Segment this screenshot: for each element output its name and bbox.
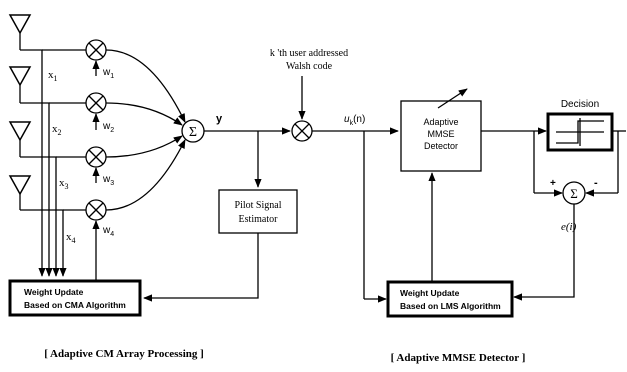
array-summer: Σ <box>181 119 205 143</box>
error-to-lms-line <box>513 204 575 301</box>
decision-block <box>546 112 614 152</box>
caption-left: [ Adaptive CM Array Processing ] <box>44 348 204 360</box>
mmse-detector-line1: Adaptive <box>423 117 458 127</box>
antenna-2-icon <box>8 66 32 103</box>
error-summer: Σ <box>562 181 586 205</box>
signal-label-x1: x1 <box>48 69 58 83</box>
multiplier-1 <box>85 39 107 61</box>
plus-sign: + <box>550 178 556 189</box>
despreading-multiplier <box>291 120 313 142</box>
error-signal-label: e(i) <box>561 221 577 233</box>
weight-label-w2: w2 <box>102 121 114 134</box>
mmse-detector-line2: MMSE <box>428 129 455 139</box>
minus-sign: - <box>594 177 598 189</box>
summer-symbol: Σ <box>189 125 197 140</box>
adaptation-arrow <box>437 88 468 109</box>
pilot-to-cma-line <box>143 233 259 302</box>
antenna-feed-lines <box>20 49 67 277</box>
adaptive-mmse-detector-block: Adaptive MMSE Detector <box>400 100 482 172</box>
array-output-label: y <box>216 113 223 125</box>
multiplier-to-summer-lines <box>105 49 186 211</box>
cma-update-line1: Weight Update <box>24 287 84 297</box>
lms-update-line1: Weight Update <box>400 288 460 298</box>
cma-update-line2: Based on CMA Algorithm <box>24 300 126 310</box>
antenna-1-icon <box>8 14 32 50</box>
walsh-code-label-line2: Walsh code <box>286 61 333 72</box>
caption-right: [ Adaptive MMSE Detector ] <box>391 352 526 364</box>
antenna-4-icon <box>8 175 32 210</box>
antenna-to-multiplier-lines <box>42 49 86 211</box>
pilot-estimator-line2: Estimator <box>239 214 279 225</box>
weight-label-w3: w3 <box>102 174 114 187</box>
pilot-signal-estimator-block: Pilot Signal Estimator <box>218 189 298 234</box>
multiplier-2 <box>85 92 107 114</box>
multiplier-3 <box>85 146 107 168</box>
weight-label-w4: w4 <box>102 225 114 238</box>
lms-update-line2: Based on LMS Algorithm <box>400 301 501 311</box>
pilot-estimator-line1: Pilot Signal <box>235 200 282 211</box>
signal-label-x4: x4 <box>66 231 76 245</box>
antenna-3-icon <box>8 121 32 157</box>
mmse-detector-line3: Detector <box>424 141 458 151</box>
decision-label: Decision <box>561 99 599 110</box>
lms-weight-update-block: Weight Update Based on LMS Algorithm <box>386 280 514 318</box>
cma-weight-update-block: Weight Update Based on CMA Algorithm <box>8 279 142 317</box>
signal-label-x2: x2 <box>52 123 62 137</box>
walsh-code-label-line1: k 'th user addressed <box>270 48 348 59</box>
signal-label-x3: x3 <box>59 177 69 191</box>
error-summer-symbol: Σ <box>570 186 578 201</box>
multiplier-4 <box>85 199 107 221</box>
despread-output-label: uk(n) <box>344 114 365 127</box>
step-function-icon <box>556 118 604 146</box>
weight-label-w1: w1 <box>102 67 114 80</box>
